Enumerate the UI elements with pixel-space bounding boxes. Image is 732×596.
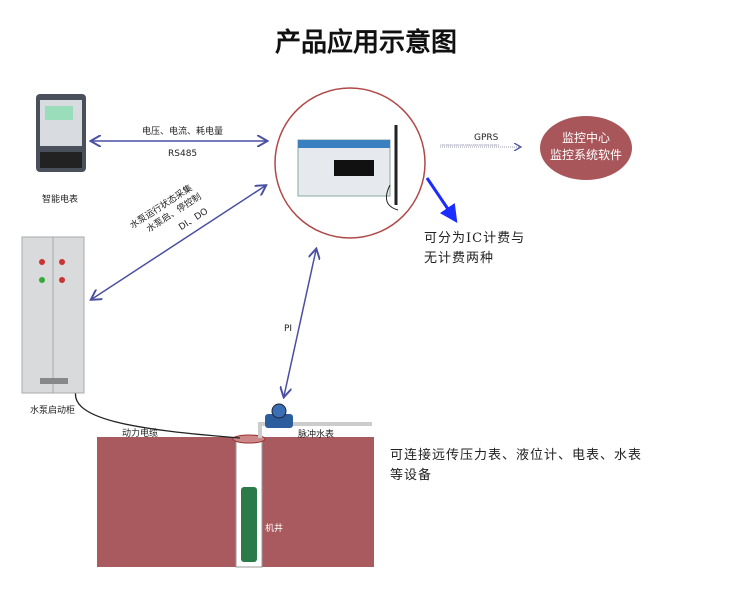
pump-cabinet-icon (21, 236, 85, 394)
ic-arrow (425, 177, 458, 223)
ic-note-line1: 可分为IC计费与 (424, 231, 526, 246)
pipe (258, 422, 372, 438)
pi-label: PI (284, 324, 293, 334)
smart-meter-label: 智能电表 (42, 195, 79, 205)
page-title: 产品应用示意图 (274, 28, 457, 58)
water-meter-label: 脉冲水表 (298, 430, 335, 440)
connect-note-line2: 等设备 (390, 468, 433, 483)
well-label: 机井 (265, 524, 284, 534)
pump-cabinet-label: 水泵启动柜 (30, 406, 76, 416)
pi-arrow (284, 250, 316, 396)
rs485-bottom-label: RS485 (168, 149, 198, 159)
connect-note: 可连接远传压力表、液位计、电表、水表 等设备 (390, 446, 642, 486)
smart-meter-icon (36, 94, 86, 172)
wellhead (232, 434, 266, 444)
gprs-label: GPRS (474, 133, 499, 143)
ic-note: 可分为IC计费与 无计费两种 (424, 229, 525, 269)
water-meter-icon (265, 403, 293, 428)
power-cable-label: 动力电缆 (122, 429, 159, 439)
pump (241, 487, 257, 562)
monitor-center-text: 监控中心 监控系统软件 (540, 130, 632, 164)
power-cable (75, 384, 241, 439)
rs485-top-label: 电压、电流、耗电量 (142, 127, 224, 137)
monitor-center-line2: 监控系统软件 (549, 148, 622, 162)
controller-device-icon (297, 125, 399, 211)
dido-arrow (92, 186, 265, 299)
connect-note-line1: 可连接远传压力表、液位计、电表、水表 (390, 448, 643, 463)
gprs-bits: 1010010100101001010010100101001 (440, 143, 500, 147)
monitor-center (540, 116, 632, 180)
ic-note-line2: 无计费两种 (424, 251, 495, 266)
monitor-center-line1: 监控中心 (561, 131, 610, 145)
